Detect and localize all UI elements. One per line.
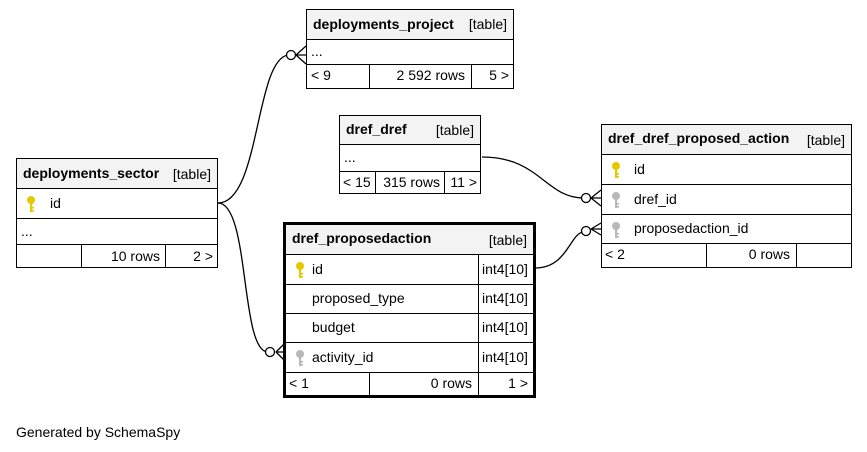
next-link[interactable]: 1 > bbox=[508, 375, 528, 391]
column-name[interactable]: budget bbox=[312, 319, 355, 335]
foreign-key-icon bbox=[296, 350, 304, 366]
table-header[interactable]: dref_dref_proposed_action [table] bbox=[602, 125, 851, 155]
prev-link[interactable]: < 2 bbox=[605, 246, 625, 262]
column-name[interactable]: id bbox=[312, 261, 323, 277]
table-header[interactable]: deployments_project [table] bbox=[307, 10, 513, 40]
column-row-proposedaction-id[interactable]: proposedaction_id bbox=[602, 215, 851, 244]
footer-row: < 9 2 592 rows 5 > bbox=[307, 65, 513, 88]
generated-by-footer[interactable]: Generated by SchemaSpy bbox=[16, 424, 181, 440]
prev-link[interactable]: < 9 bbox=[311, 67, 331, 83]
table-name[interactable]: dref_proposedaction bbox=[292, 230, 432, 246]
next-link[interactable]: 5 > bbox=[489, 67, 509, 83]
row-count: 10 rows bbox=[110, 248, 160, 264]
ellipsis: ... bbox=[344, 149, 356, 165]
ellipsis: ... bbox=[311, 43, 323, 59]
table-dref-proposedaction[interactable]: dref_proposedaction [table] id int4[10] … bbox=[283, 222, 536, 398]
row-count: 0 rows bbox=[430, 375, 472, 391]
footer-row: < 1 0 rows 1 > bbox=[286, 373, 533, 395]
column-name[interactable]: id bbox=[50, 195, 61, 211]
primary-key-icon bbox=[27, 196, 35, 212]
column-type: int4[10] bbox=[482, 290, 528, 306]
table-deployments-sector[interactable]: deployments_sector [table] id ... 10 row… bbox=[16, 158, 218, 268]
primary-key-icon bbox=[612, 162, 620, 178]
next-link[interactable]: 11 > bbox=[450, 174, 477, 190]
column-row-activity-id[interactable]: activity_id int4[10] bbox=[286, 343, 533, 373]
table-name[interactable]: dref_dref_proposed_action bbox=[608, 130, 790, 146]
column-name[interactable]: dref_id bbox=[634, 191, 677, 207]
table-kind: [table] bbox=[806, 132, 845, 148]
table-dref-dref[interactable]: dref_dref [table] ... < 15 315 rows 11 > bbox=[339, 115, 481, 194]
table-deployments-project[interactable]: deployments_project [table] ... < 9 2 59… bbox=[306, 9, 514, 89]
table-name[interactable]: deployments_project bbox=[313, 16, 454, 32]
row-count: 2 592 rows bbox=[396, 67, 465, 83]
row-count: 315 rows bbox=[383, 174, 440, 190]
table-dref-dref-proposed-action[interactable]: dref_dref_proposed_action [table] id dre… bbox=[601, 124, 852, 268]
prev-link[interactable]: < 1 bbox=[289, 375, 309, 391]
column-type: int4[10] bbox=[482, 261, 528, 277]
footer-row: < 15 315 rows 11 > bbox=[340, 172, 480, 193]
table-header[interactable]: deployments_sector [table] bbox=[17, 159, 217, 189]
prev-link[interactable]: < 15 bbox=[343, 174, 371, 190]
column-row-id[interactable]: id bbox=[17, 189, 217, 219]
next-link[interactable]: 2 > bbox=[193, 248, 213, 264]
primary-key-icon bbox=[296, 262, 304, 278]
column-row-proposed-type[interactable]: proposed_type int4[10] bbox=[286, 285, 533, 314]
table-kind: [table] bbox=[488, 232, 527, 248]
column-name[interactable]: proposedaction_id bbox=[634, 220, 749, 236]
edge-end-circle bbox=[285, 49, 297, 61]
table-header[interactable]: dref_dref [table] bbox=[340, 116, 480, 145]
ellipsis-row[interactable]: ... bbox=[340, 145, 480, 172]
table-name[interactable]: deployments_sector bbox=[23, 165, 160, 181]
footer-row: < 2 0 rows bbox=[602, 244, 851, 267]
edge-end-circle bbox=[264, 346, 276, 358]
table-kind: [table] bbox=[468, 16, 507, 32]
footer-row: 10 rows 2 > bbox=[17, 245, 217, 267]
edge-sector-project bbox=[217, 54, 289, 204]
column-type: int4[10] bbox=[482, 319, 528, 335]
table-name[interactable]: dref_dref bbox=[346, 121, 407, 137]
column-row-id[interactable]: id int4[10] bbox=[286, 255, 533, 285]
foreign-key-icon bbox=[612, 222, 620, 238]
column-type: int4[10] bbox=[482, 349, 528, 365]
edge-dref-proposed-action bbox=[481, 156, 585, 199]
table-header[interactable]: dref_proposedaction [table] bbox=[286, 225, 533, 255]
ellipsis-row[interactable]: ... bbox=[307, 40, 513, 65]
row-count: 0 rows bbox=[748, 246, 790, 262]
ellipsis: ... bbox=[21, 223, 33, 239]
table-kind: [table] bbox=[172, 166, 211, 182]
edge-end-circle bbox=[580, 192, 592, 204]
column-row-dref-id[interactable]: dref_id bbox=[602, 185, 851, 215]
column-name[interactable]: id bbox=[634, 161, 645, 177]
column-name[interactable]: proposed_type bbox=[312, 290, 405, 306]
column-row-id[interactable]: id bbox=[602, 155, 851, 185]
edge-sector-proposedaction bbox=[217, 202, 269, 353]
ellipsis-row[interactable]: ... bbox=[17, 219, 217, 245]
edge-proposedaction-proposed-action bbox=[534, 231, 585, 269]
edge-end-circle bbox=[580, 225, 592, 237]
table-kind: [table] bbox=[435, 122, 474, 138]
column-row-budget[interactable]: budget int4[10] bbox=[286, 314, 533, 343]
foreign-key-icon bbox=[612, 192, 620, 208]
column-name[interactable]: activity_id bbox=[312, 349, 374, 365]
